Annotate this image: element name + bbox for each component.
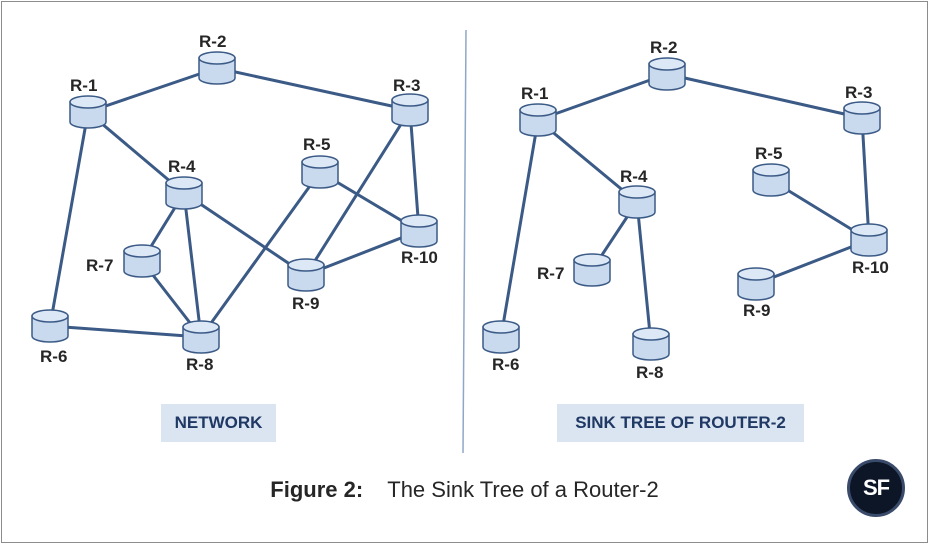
sf-logo: SF: [847, 459, 905, 517]
sink-tree-router-labels: R-1 R-2 R-3 R-4 R-5 R-6 R-7 R-8 R-9 R-10: [492, 38, 889, 382]
tree-router-label-r4: R-4: [620, 167, 648, 186]
tree-router-label-r2: R-2: [650, 38, 677, 57]
router-icon-tree-r5: [752, 163, 790, 197]
router-icon-tree-r3: [843, 101, 881, 135]
tree-link-r9-r10: [754, 238, 871, 286]
tree-link-r1-r6: [499, 118, 540, 339]
tree-link-r1-r2: [536, 72, 669, 122]
link-r1-r6: [48, 110, 90, 328]
tree-router-label-r7: R-7: [537, 264, 564, 283]
router-icon-r1: [69, 95, 107, 129]
router-label-r9: R-9: [292, 294, 319, 313]
router-icon-r7: [123, 244, 161, 278]
router-label-r1: R-1: [70, 76, 97, 95]
router-icon-tree-r4: [618, 185, 656, 219]
tree-router-label-r1: R-1: [521, 84, 548, 103]
router-label-r7: R-7: [86, 256, 113, 275]
router-icon-r9: [287, 258, 325, 292]
link-r9-r10: [304, 229, 421, 277]
link-r2-r3: [215, 66, 412, 112]
tree-router-label-r9: R-9: [743, 301, 770, 320]
router-label-r4: R-4: [168, 157, 196, 176]
link-r3-r9: [304, 108, 412, 277]
link-r3-r10: [408, 108, 421, 233]
tree-router-label-r8: R-8: [636, 363, 663, 382]
router-label-r3: R-3: [393, 76, 420, 95]
tree-link-r1-r4: [536, 118, 639, 204]
link-r8-r5: [199, 170, 322, 339]
tree-router-label-r6: R-6: [492, 355, 519, 374]
figure-caption: Figure 2: The Sink Tree of a Router-2: [0, 477, 929, 503]
link-r6-r8: [48, 324, 203, 339]
router-icons: [31, 51, 888, 361]
router-icon-r10: [400, 214, 438, 248]
network-router-labels: R-1 R-2 R-3 R-4 R-5 R-6 R-7 R-8 R-9 R-10: [40, 32, 438, 374]
router-icon-r3: [391, 93, 429, 127]
router-icon-tree-r2: [648, 57, 686, 91]
divider-line: [462, 29, 467, 454]
link-r4-r9: [182, 191, 308, 277]
caption-text: The Sink Tree of a Router-2: [387, 477, 659, 502]
network-label: NETWORK: [161, 404, 276, 442]
router-label-r2: R-2: [199, 32, 226, 51]
network-links: [48, 66, 421, 339]
router-label-r6: R-6: [40, 347, 67, 366]
router-icon-r4: [165, 176, 203, 210]
caption-spacer: [369, 477, 381, 502]
tree-router-label-r10: R-10: [852, 258, 889, 277]
link-r1-r2: [86, 66, 219, 114]
router-icon-r2: [198, 51, 236, 85]
tree-router-label-r3: R-3: [845, 83, 872, 102]
router-icon-r5: [301, 155, 339, 189]
router-icon-tree-r7: [573, 253, 611, 287]
router-icon-tree-r10: [850, 223, 888, 257]
sink-tree-label: SINK TREE OF ROUTER-2: [557, 404, 804, 442]
router-icon-r8: [182, 320, 220, 354]
router-label-r10: R-10: [401, 248, 438, 267]
router-icon-tree-r9: [737, 267, 775, 301]
tree-router-label-r5: R-5: [755, 144, 782, 163]
link-r4-r8: [182, 191, 203, 339]
router-icon-r6: [31, 309, 69, 343]
caption-number: Figure 2:: [270, 477, 364, 502]
router-icon-tree-r1: [519, 103, 557, 137]
tree-link-r3-r10: [860, 116, 871, 242]
tree-link-r4-r8: [635, 200, 653, 346]
logo-text: SF: [862, 475, 890, 500]
router-icon-tree-r6: [482, 320, 520, 354]
tree-link-r2-r3: [665, 72, 864, 120]
router-icon-tree-r8: [632, 327, 670, 361]
router-label-r5: R-5: [303, 135, 330, 154]
router-label-r8: R-8: [186, 355, 213, 374]
